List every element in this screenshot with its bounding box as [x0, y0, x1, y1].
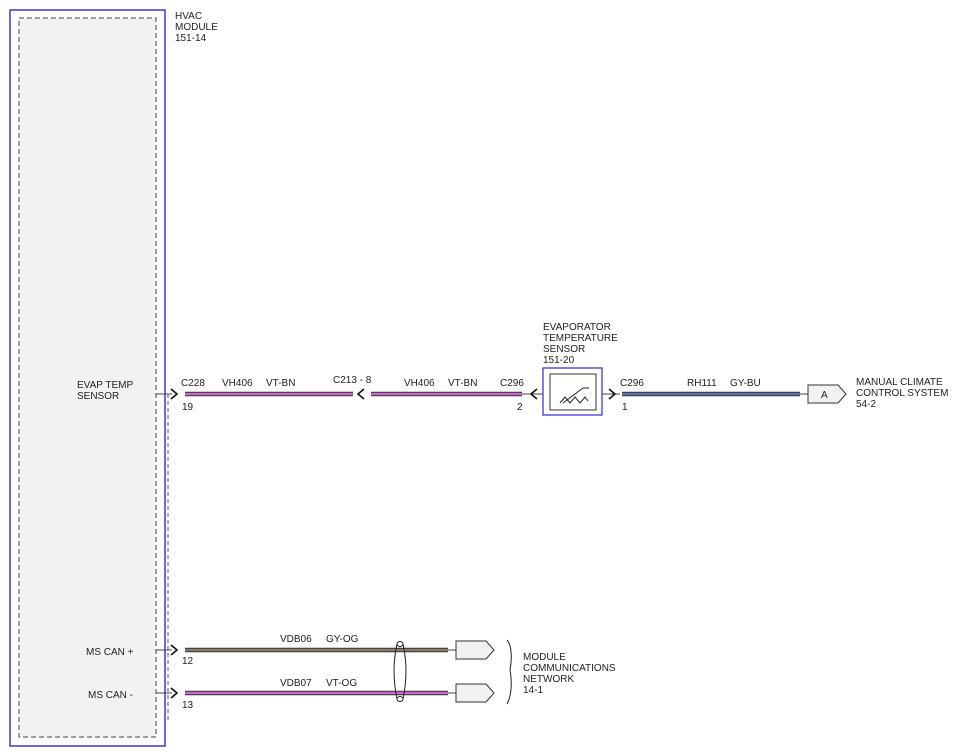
network-brace-icon [506, 639, 512, 705]
sensor-ref[interactable]: 151-20 [543, 355, 575, 366]
manual-climate-ref[interactable]: 54-2 [856, 399, 876, 410]
pin-1-label: 1 [622, 402, 628, 413]
manual-climate-line2: CONTROL SYSTEM [856, 388, 948, 399]
evap-temp-label-line1: EVAP TEMP [77, 380, 133, 391]
hvac-module-inner [18, 17, 157, 738]
module-comm-line2: COMMUNICATIONS [523, 663, 616, 674]
ms-can-plus-label: MS CAN + [86, 647, 134, 658]
evaporator-temp-sensor[interactable] [542, 367, 603, 416]
wire-rh111-circuit: RH111 [687, 378, 717, 389]
sensor-name-line2: TEMPERATURE [543, 333, 618, 344]
twisted-pair-icon [393, 641, 407, 702]
module-comm-line1: MODULE [523, 652, 566, 663]
c296-left-label: C296 [500, 378, 524, 389]
c296-right-label: C296 [620, 378, 644, 389]
hvac-module-name-line2: MODULE [175, 22, 218, 33]
can-plus-offpage-arrow-icon[interactable] [455, 640, 495, 660]
offpage-a-arrow-icon [807, 384, 847, 404]
c213-label: C213 - 8 [333, 375, 372, 386]
can-minus-offpage-arrow-icon[interactable] [455, 683, 495, 703]
can-minus-connector-icon [170, 687, 179, 699]
offpage-a-letter: A [821, 390, 828, 401]
wire-vh406-a-circuit: VH406 [222, 378, 253, 389]
c228-label: C228 [181, 378, 205, 389]
offpage-connector-a[interactable]: A [807, 384, 847, 404]
c296-left-connector-icon [529, 388, 538, 400]
wire-vh406-a-color: VT-BN [266, 378, 295, 389]
c213-connector-icon [356, 388, 365, 400]
sensor-name-line3: SENSOR [543, 344, 585, 355]
module-comm-ref[interactable]: 14-1 [523, 685, 543, 696]
pin-2-label: 2 [517, 402, 523, 413]
manual-climate-line1: MANUAL CLIMATE [856, 377, 943, 388]
sensor-name-line1: EVAPORATOR [543, 322, 611, 333]
pin-13-label: 13 [182, 700, 194, 711]
ms-can-minus-label: MS CAN - [88, 690, 133, 701]
wire-vdb07-circuit: VDB07 [280, 678, 312, 689]
wire-vdb06-color: GY-OG [326, 634, 359, 645]
thermistor-icon [559, 396, 589, 404]
hvac-module-ref[interactable]: 151-14 [175, 33, 207, 44]
pin-19-label: 19 [182, 402, 194, 413]
wire-vdb07-color: VT-OG [326, 678, 357, 689]
sensor-inner-box [549, 373, 597, 411]
module-comm-line3: NETWORK [523, 674, 574, 685]
wire-rh111-color: GY-BU [730, 378, 761, 389]
wire-vdb06-circuit: VDB06 [280, 634, 312, 645]
c296-right-connector-icon [608, 388, 617, 400]
thermistor-slash [562, 387, 584, 404]
evap-temp-label-line2: SENSOR [77, 391, 119, 402]
wire-vh406-b-color: VT-BN [448, 378, 477, 389]
hvac-module-name-line1: HVAC [175, 11, 202, 22]
hvac-module[interactable] [9, 9, 166, 747]
pin-12-label: 12 [182, 656, 194, 667]
can-plus-connector-icon [170, 644, 179, 656]
wire-vh406-b-circuit: VH406 [404, 378, 435, 389]
c228-connector-icon [170, 388, 179, 400]
